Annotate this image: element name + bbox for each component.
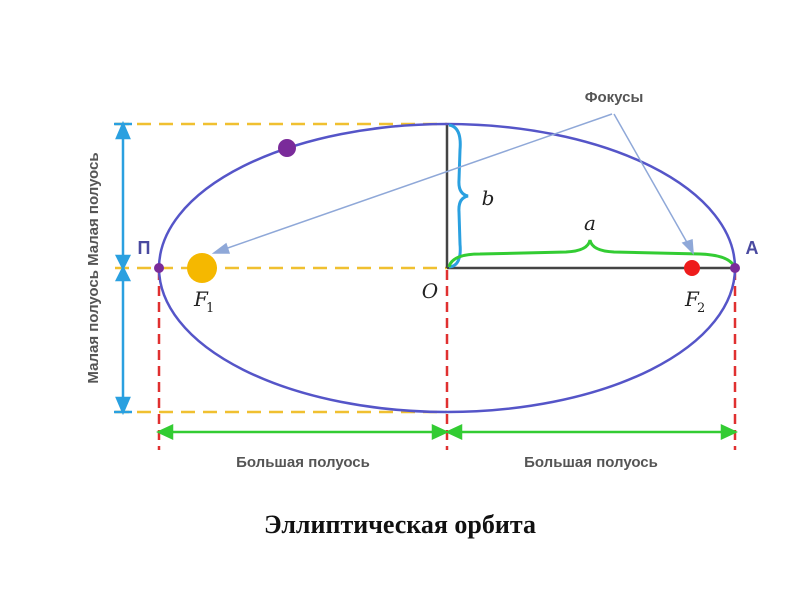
minor-axis-vertical-label: Малая полуось Малая полуось [85,152,102,383]
sun-focus1 [187,253,217,283]
planet-dot [278,139,296,157]
semi-minor-brace [448,123,469,269]
semi-major-label: a [584,211,596,235]
svg-text:F: F [684,287,700,311]
svg-text:1: 1 [206,301,214,316]
center-label: O [422,279,438,303]
svg-text:F: F [193,287,209,311]
red-guide-lines [157,270,737,450]
focus2-label: F 2 [684,287,705,316]
foci-arrow-to-f2 [613,113,690,247]
aphelion-label: А [746,238,759,258]
minor-axis-arrow [114,120,132,416]
foci-arrows [211,113,694,255]
svg-text:2: 2 [697,301,705,316]
perihelion-dot [154,263,164,273]
major-axis-left-label: Большая полуось [236,454,370,471]
diagram-caption: Эллиптическая орбита [264,510,536,539]
aphelion-dot [730,263,740,273]
perihelion-label: П [138,238,151,258]
focus2-dot [684,260,700,276]
foci-arrow-to-f1 [221,113,613,251]
semi-minor-label: b [482,186,495,210]
yellow-guide-lines [115,122,447,414]
focus1-label: F 1 [193,287,214,316]
major-axis-right-label: Большая полуось [524,454,658,471]
major-axis-arrows [156,424,738,440]
foci-label: Фокусы [585,89,644,106]
semi-major-brace [447,239,736,268]
